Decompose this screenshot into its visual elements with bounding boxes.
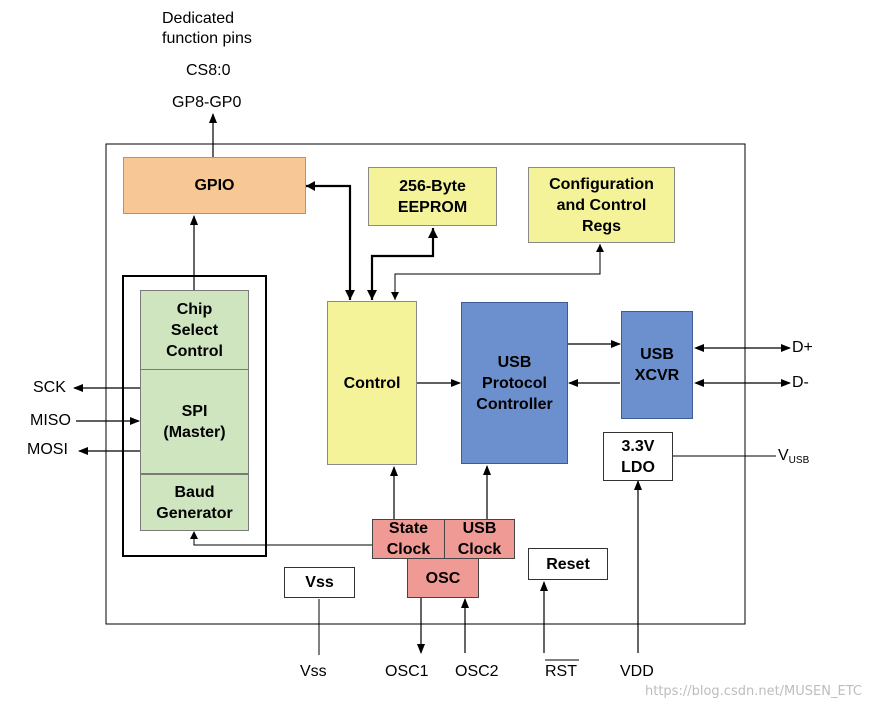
- osc2-pin-label: OSC2: [455, 663, 499, 680]
- gpio-control-arrowhead-down: [345, 290, 355, 300]
- gpio-control-arrowhead-left: [306, 181, 315, 191]
- vusb-subscript: USB: [788, 455, 810, 466]
- eeprom-control-line: [370, 228, 435, 300]
- chip-outline: [105, 143, 746, 625]
- vss-box: Vss: [284, 567, 355, 598]
- gpio-block: GPIO: [123, 157, 306, 214]
- miso-pin-label: MISO: [30, 412, 71, 429]
- config-control-line: [394, 244, 601, 300]
- mosi-pin-label: MOSI: [27, 441, 68, 458]
- eeprom-block: 256-Byte EEPROM: [368, 167, 497, 226]
- vusb-main-text: V: [778, 447, 789, 464]
- dplus-arrowhead-left: [694, 344, 704, 352]
- config-regs-block: Configuration and Control Regs: [528, 167, 675, 243]
- vdd-pin-label: VDD: [620, 663, 654, 680]
- eeprom-arrowhead-down: [367, 290, 377, 300]
- chip-select-block: Chip Select Control: [140, 290, 249, 370]
- usb-xcvr-block: USB XCVR: [621, 311, 693, 419]
- baud-generator-block: Baud Generator: [140, 474, 249, 531]
- sck-pin-label: SCK: [33, 379, 66, 396]
- spi-master-block: SPI (Master): [140, 369, 249, 474]
- eeprom-arrowhead-up: [428, 228, 438, 238]
- usb-clock-block: USB Clock: [444, 519, 515, 559]
- osc1-pin-label: OSC1: [385, 663, 429, 680]
- dminus-pin-label: D-: [792, 374, 809, 391]
- gpio-control-line: [306, 184, 352, 300]
- state-clock-block: State Clock: [372, 519, 445, 559]
- control-block: Control: [327, 301, 417, 465]
- rst-pin-label: RST: [545, 663, 577, 680]
- usb-protocol-controller-block: USB Protocol Controller: [461, 302, 568, 464]
- vusb-pin-label: VUSB: [778, 446, 809, 471]
- config-arrowhead-down: [391, 292, 399, 300]
- dedicated-pins-label: Dedicated function pins: [162, 10, 252, 47]
- vss-pin-label: Vss: [300, 663, 327, 680]
- ldo-block: 3.3V LDO: [603, 432, 673, 481]
- stateclock-baud-line: [193, 532, 372, 546]
- cs-pins-label: CS8:0: [186, 62, 231, 79]
- dplus-pin-label: D+: [792, 339, 813, 356]
- baud-arrowhead: [190, 531, 198, 539]
- osc-block: OSC: [407, 558, 479, 598]
- config-arrowhead-up: [596, 244, 604, 252]
- dminus-arrowhead-left: [694, 379, 704, 387]
- gp-pins-label: GP8-GP0: [172, 94, 242, 111]
- reset-block: Reset: [528, 548, 608, 580]
- watermark: https://blog.csdn.net/MUSEN_ETC: [645, 684, 862, 699]
